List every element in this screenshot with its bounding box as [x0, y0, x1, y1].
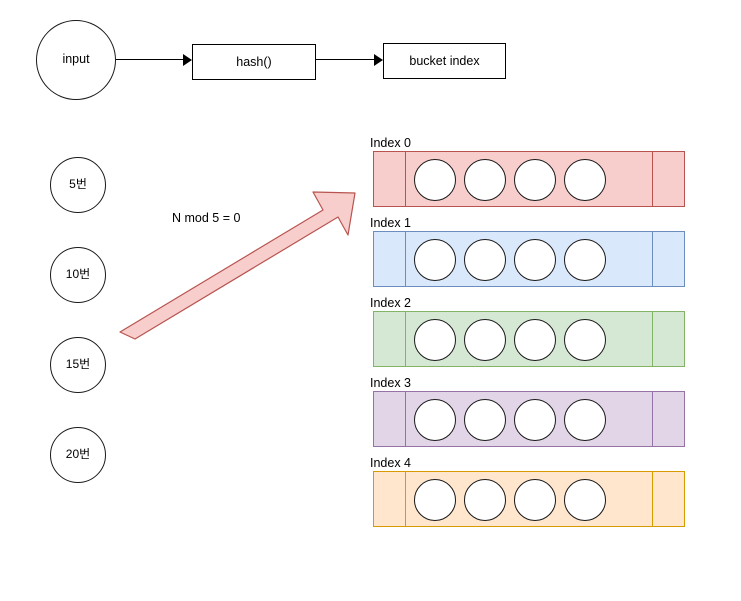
bucket-bar[interactable]	[373, 470, 685, 528]
bucket-slot[interactable]	[514, 399, 556, 441]
arrow-shaft	[316, 59, 374, 61]
bucket-label: Index 1	[370, 216, 412, 230]
arrow-shaft	[116, 59, 183, 61]
bucket-bar[interactable]	[373, 150, 685, 208]
key-node-label: 10번	[65, 267, 91, 282]
bucket-index-node-label: bucket index	[409, 54, 480, 68]
hash-node-label: hash()	[236, 55, 272, 69]
bucket-4[interactable]: Index 4	[369, 456, 685, 528]
bucket-divider-right	[652, 310, 654, 368]
bucket-slot[interactable]	[464, 319, 506, 361]
bucket-0[interactable]: Index 0	[369, 136, 685, 208]
mod-arrow-label: N mod 5 = 0	[172, 211, 241, 225]
bucket-index-node[interactable]: bucket index	[383, 43, 506, 79]
bucket-1[interactable]: Index 1	[369, 216, 685, 288]
bucket-divider-left	[405, 230, 407, 288]
bucket-divider-right	[652, 230, 654, 288]
bucket-slot[interactable]	[414, 399, 456, 441]
bucket-label: Index 4	[370, 456, 412, 470]
hash-node[interactable]: hash()	[192, 44, 316, 80]
key-node-3[interactable]: 20번	[50, 427, 106, 483]
bucket-slot[interactable]	[414, 159, 456, 201]
bucket-slot[interactable]	[414, 479, 456, 521]
bucket-divider-right	[652, 390, 654, 448]
bucket-divider-right	[652, 150, 654, 208]
bucket-label: Index 2	[370, 296, 412, 310]
mod-mapping-arrow-icon	[119, 191, 356, 340]
bucket-slot[interactable]	[564, 399, 606, 441]
arrow-input-to-hash	[116, 54, 192, 66]
bucket-slot[interactable]	[564, 479, 606, 521]
arrow-head-icon	[183, 54, 192, 66]
bucket-bar[interactable]	[373, 390, 685, 448]
bucket-slot[interactable]	[414, 239, 456, 281]
bucket-bar[interactable]	[373, 310, 685, 368]
bucket-slot[interactable]	[564, 159, 606, 201]
bucket-2[interactable]: Index 2	[369, 296, 685, 368]
bucket-bar[interactable]	[373, 230, 685, 288]
bucket-label: Index 0	[370, 136, 412, 150]
bucket-3[interactable]: Index 3	[369, 376, 685, 448]
bucket-slot[interactable]	[514, 319, 556, 361]
bucket-slot[interactable]	[464, 239, 506, 281]
bucket-slot[interactable]	[464, 479, 506, 521]
bucket-divider-left	[405, 470, 407, 528]
key-node-label: 5번	[69, 177, 87, 192]
bucket-slot[interactable]	[414, 319, 456, 361]
key-node-2[interactable]: 15번	[50, 337, 106, 393]
bucket-divider-left	[405, 150, 407, 208]
key-node-label: 20번	[65, 447, 91, 462]
bucket-divider-right	[652, 470, 654, 528]
input-node[interactable]: input	[36, 20, 116, 100]
key-node-0[interactable]: 5번	[50, 157, 106, 213]
key-node-1[interactable]: 10번	[50, 247, 106, 303]
bucket-slot[interactable]	[464, 399, 506, 441]
bucket-slot[interactable]	[514, 239, 556, 281]
bucket-divider-left	[405, 390, 407, 448]
bucket-slot[interactable]	[514, 479, 556, 521]
arrow-hash-to-bucket-index	[316, 54, 383, 66]
bucket-slot[interactable]	[514, 159, 556, 201]
key-node-label: 15번	[65, 357, 91, 372]
bucket-divider-left	[405, 310, 407, 368]
input-node-label: input	[62, 52, 90, 67]
bucket-slot[interactable]	[564, 319, 606, 361]
bucket-label: Index 3	[370, 376, 412, 390]
arrow-head-icon	[374, 54, 383, 66]
bucket-slot[interactable]	[464, 159, 506, 201]
bucket-slot[interactable]	[564, 239, 606, 281]
